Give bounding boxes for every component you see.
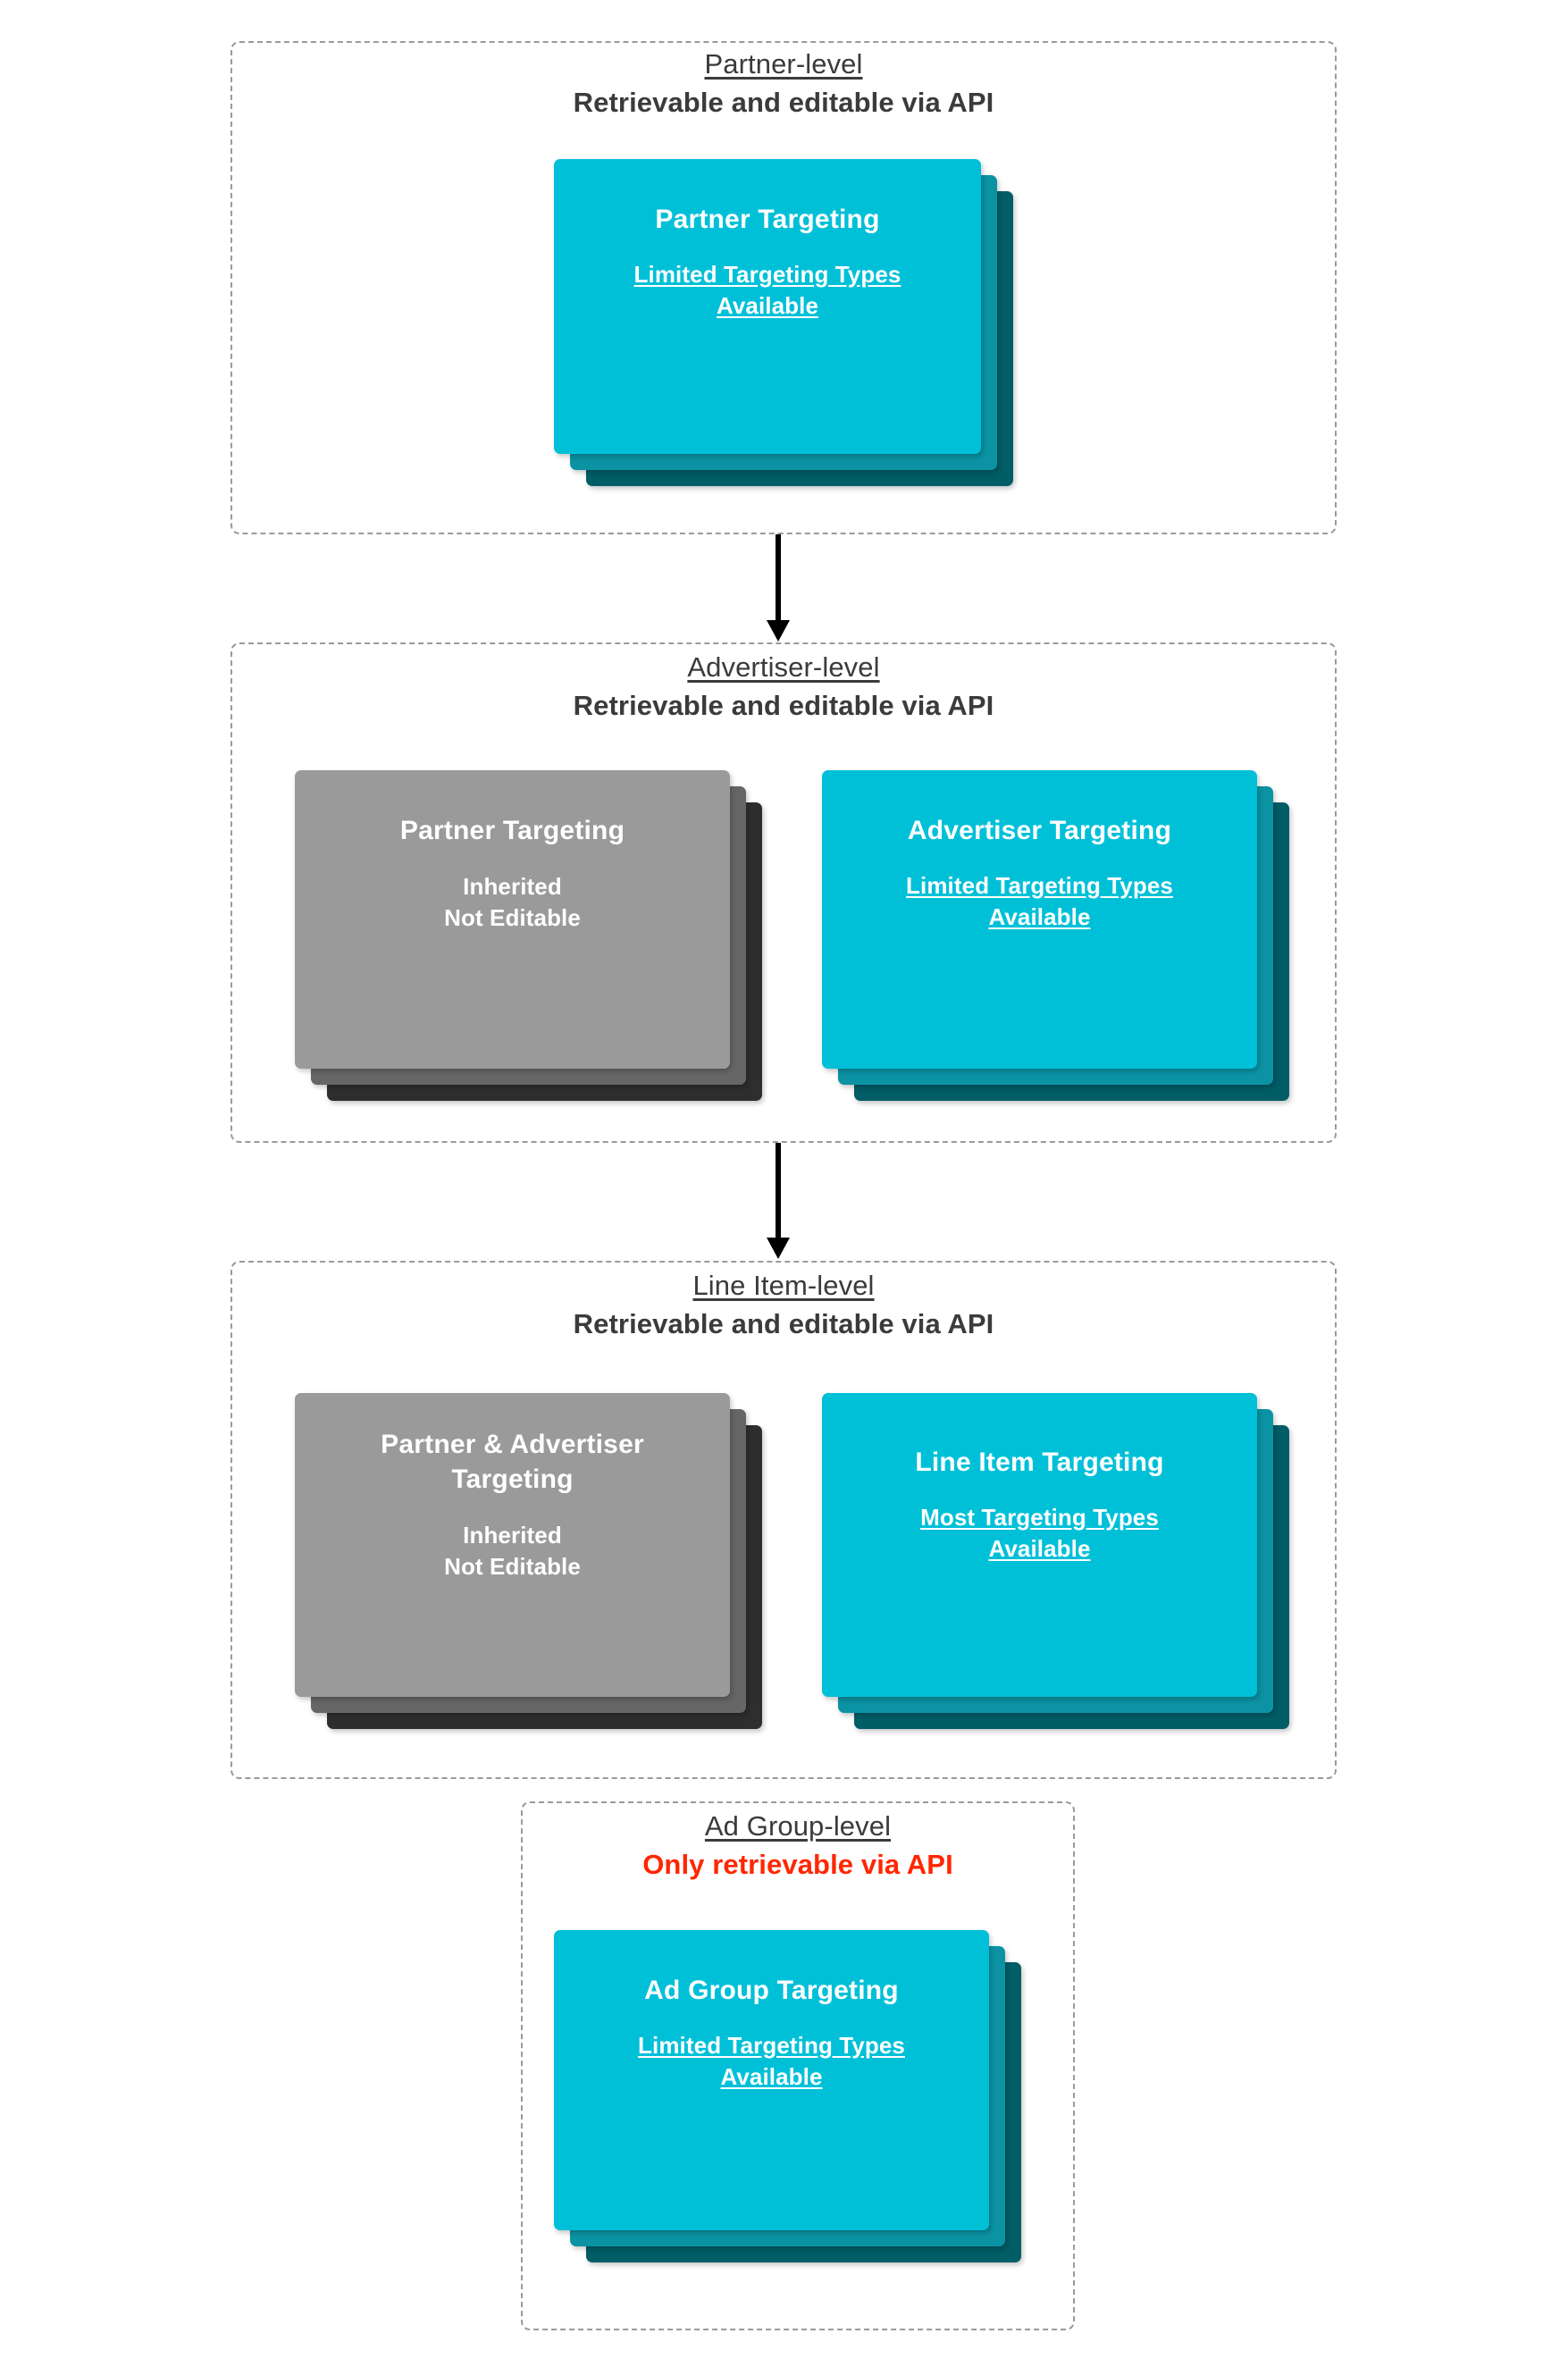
level-container-partner [231,41,1337,534]
card-stack-ad-group-targeting[interactable]: Ad Group Targeting Limited Targeting Typ… [554,1930,1023,2287]
card-face-partner-targeting[interactable]: Partner Targeting Limited Targeting Type… [554,159,981,454]
card-title: Line Item Targeting [915,1448,1164,1477]
card-note-line-2: Available [988,903,1091,931]
card-face-advertiser-targeting[interactable]: Advertiser Targeting Limited Targeting T… [822,770,1257,1069]
card-note-line-1: Most Targeting Types [920,1504,1159,1531]
card-face-ad-group-targeting[interactable]: Ad Group Targeting Limited Targeting Typ… [554,1930,989,2230]
card-title: Partner Targeting [655,205,880,234]
card-note-line-1: Inherited [463,1522,562,1549]
card-note-line-1: Limited Targeting Types [638,2032,905,2059]
card-note-line-2: Available [716,292,819,320]
level-container-ad-group [521,1801,1075,2330]
level-container-advertiser [231,642,1337,1143]
card-stack-line-item-targeting[interactable]: Line Item Targeting Most Targeting Types… [822,1393,1291,1755]
card-note-line-1: Limited Targeting Types [633,261,901,288]
card-note-line-2: Available [988,1535,1091,1563]
card-face-advertiser-inherited[interactable]: Partner Targeting Inherited Not Editable [295,770,730,1069]
card-title: Partner Targeting [399,816,625,845]
card-note-line-1: Inherited [463,873,562,900]
card-face-line-item-inherited[interactable]: Partner & Advertiser Targeting Inherited… [295,1393,730,1697]
card-note-line-2: Not Editable [444,1553,581,1581]
card-stack-advertiser-inherited[interactable]: Partner Targeting Inherited Not Editable [295,770,764,1128]
card-stack-advertiser-targeting[interactable]: Advertiser Targeting Limited Targeting T… [822,770,1291,1128]
card-face-line-item-targeting[interactable]: Line Item Targeting Most Targeting Types… [822,1393,1257,1697]
card-stack-partner-targeting[interactable]: Partner Targeting Limited Targeting Type… [554,159,1014,512]
connector-advertiser-to-line-item [767,1143,790,1259]
level-container-line-item [231,1261,1337,1779]
card-note-line-1: Limited Targeting Types [906,872,1173,899]
card-note-line-2: Not Editable [444,904,581,932]
card-stack-line-item-inherited[interactable]: Partner & Advertiser Targeting Inherited… [295,1393,764,1755]
card-note-line-2: Available [720,2063,823,2091]
connector-partner-to-advertiser [767,534,790,642]
card-title: Advertiser Targeting [907,816,1172,845]
card-title: Ad Group Targeting [644,1976,899,2005]
card-title: Partner & Advertiser Targeting [381,1430,644,1494]
